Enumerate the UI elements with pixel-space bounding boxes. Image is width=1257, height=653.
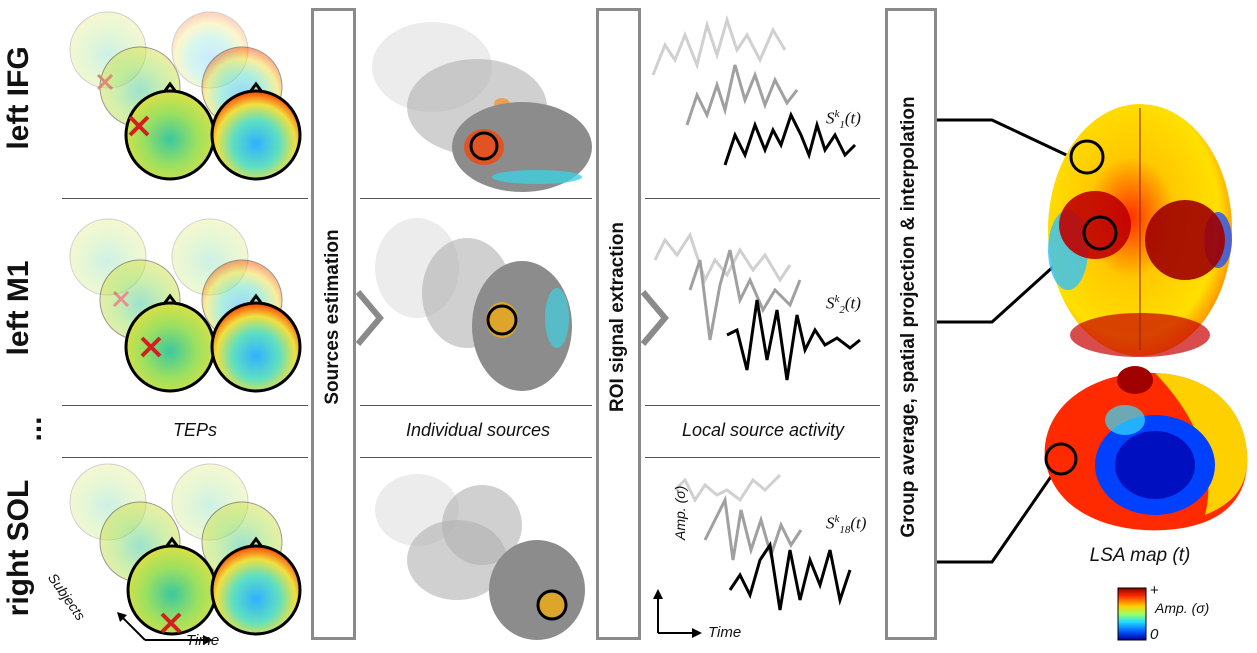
axis-label-time-activity: Time bbox=[708, 624, 742, 641]
individual-sources-left-ifg bbox=[372, 22, 592, 192]
separator bbox=[645, 198, 880, 199]
chevron-right-icon bbox=[355, 290, 384, 346]
individual-sources-right-sol bbox=[375, 474, 585, 640]
colorbar-min-label: 0 bbox=[1150, 626, 1159, 643]
row-label-left-m1: left M1 bbox=[2, 260, 35, 356]
lsa-brain-top-view bbox=[1048, 104, 1232, 357]
colorbar bbox=[1117, 587, 1147, 641]
signal-label-s18: Sk18(t) bbox=[826, 513, 867, 537]
signals-right-sol bbox=[673, 473, 852, 611]
axis-label-time: Time bbox=[186, 632, 220, 649]
caption-local-source-activity: Local source activity bbox=[681, 420, 845, 440]
stage-label-roi-extraction: ROI signal extraction bbox=[607, 221, 628, 413]
signals-left-m1 bbox=[653, 231, 861, 381]
activity-axes-arrows bbox=[653, 589, 702, 638]
tep-topographies-right-sol bbox=[69, 463, 302, 636]
row-label-left-ifg: left IFG bbox=[2, 46, 35, 150]
stage-group-average bbox=[885, 8, 937, 640]
signal-label-s2: Sk2(t) bbox=[826, 293, 861, 317]
individual-sources-left-m1 bbox=[375, 218, 572, 391]
tep-topographies-left-m1 bbox=[69, 218, 302, 393]
colorbar-max-label: + bbox=[1150, 582, 1159, 599]
signals-left-ifg bbox=[651, 14, 857, 166]
stage-sources-estimation bbox=[311, 8, 356, 640]
separator bbox=[62, 405, 308, 406]
signal-label-s1: Sk1(t) bbox=[826, 108, 861, 132]
chevron-right-icon bbox=[640, 290, 669, 346]
stage-label-sources-estimation: Sources estimation bbox=[322, 229, 343, 405]
caption-lsa-map: LSA map (t) bbox=[1089, 545, 1191, 566]
separator bbox=[645, 405, 880, 406]
axis-label-amp: Amp. (σ) bbox=[672, 485, 688, 540]
row-label-right-sol: right SOL bbox=[2, 479, 35, 617]
separator bbox=[360, 405, 592, 406]
separator bbox=[645, 457, 880, 458]
lsa-brain-side-view bbox=[1044, 366, 1248, 531]
row-label-ellipsis: ... bbox=[15, 416, 48, 442]
separator bbox=[62, 457, 308, 458]
separator bbox=[62, 198, 308, 199]
separator bbox=[360, 198, 592, 199]
colorbar-title: Amp. (σ) bbox=[1155, 600, 1210, 616]
caption-individual-sources: Individual sources bbox=[405, 420, 551, 440]
separator bbox=[360, 457, 592, 458]
stage-roi-extraction bbox=[596, 8, 641, 640]
stage-label-group-average: Group average, spatial projection & inte… bbox=[898, 96, 919, 538]
tep-axes-arrows bbox=[117, 612, 213, 645]
caption-teps: TEPs bbox=[172, 420, 217, 440]
tep-topographies-left-ifg bbox=[69, 11, 302, 181]
